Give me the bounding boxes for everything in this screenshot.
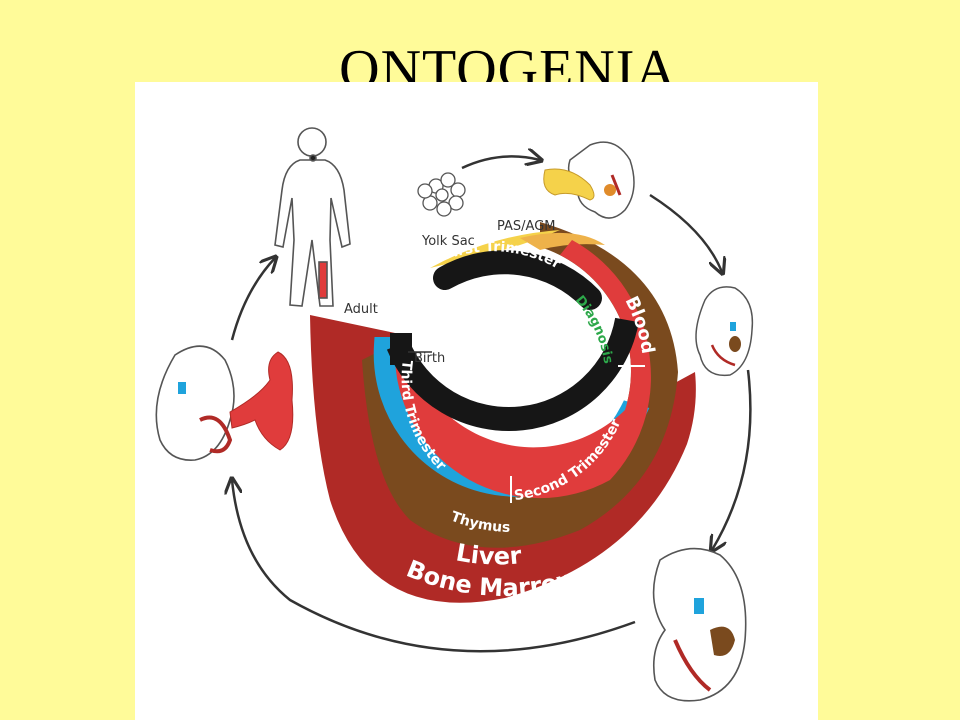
arrow-newborn-to-adult (230, 258, 275, 341)
liver-label: Liver (454, 538, 523, 570)
birth-label: Birth (414, 351, 445, 366)
arrow-embryo-to-early-fetus (649, 193, 722, 272)
blood-band (395, 240, 651, 499)
hematopoiesis-bands (310, 222, 696, 603)
black-band (433, 250, 602, 310)
svg-text:Liver: Liver (454, 538, 523, 570)
black-band-lower (386, 317, 639, 431)
birth-marker (390, 333, 412, 365)
early-fetus-illustration (695, 286, 754, 377)
ontogeny-diagram: First Trimester Second Trimester Third T… (155, 127, 754, 702)
arrow-adult-to-embryo (461, 156, 540, 170)
newborn-with-placenta-illustration (155, 345, 294, 461)
adult-figure-illustration (274, 127, 351, 307)
yolk-sac-cells-illustration (417, 172, 466, 217)
yolk-sac-label: Yolk Sac (421, 234, 475, 249)
arrow-late-fetus-to-newborn (232, 480, 636, 653)
pas-agm-band (520, 232, 605, 250)
arrow-early-fetus-to-late-fetus (712, 369, 752, 550)
ontogeny-figure: First Trimester Second Trimester Third T… (135, 82, 818, 720)
adult-label: Adult (344, 302, 378, 317)
lifecycle-arrows (230, 156, 752, 653)
pas-agm-label: PAS/AGM (497, 219, 556, 234)
embryo-illustration (543, 141, 635, 219)
late-fetus-illustration (652, 547, 747, 702)
